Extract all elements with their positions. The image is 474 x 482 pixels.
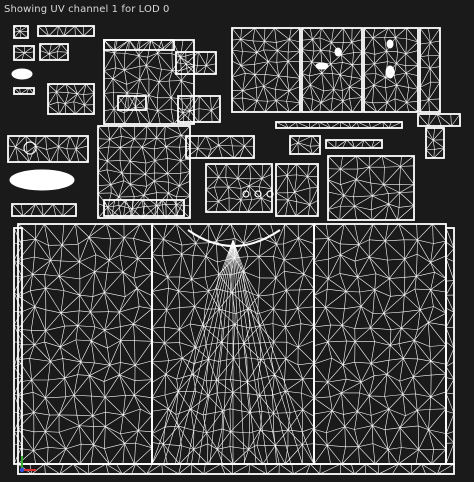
small-c-island (47, 83, 95, 115)
front-panel-right (313, 223, 455, 465)
viewport-title-bar: Showing UV channel 1 for LOD 0 (0, 0, 474, 18)
right-small-island (417, 113, 461, 159)
small-box-island (13, 43, 69, 61)
right-head-island (325, 139, 415, 221)
right-thin-bar (275, 121, 403, 129)
front-panel-center (151, 223, 315, 465)
small-cross-island (13, 25, 29, 39)
lower-left-oval (9, 169, 75, 191)
uv-canvas[interactable] (0, 18, 474, 482)
upper-mid-box (103, 39, 221, 125)
right-mid-box (289, 135, 321, 155)
center-top-island (231, 27, 441, 113)
small-bar-top (37, 25, 95, 37)
lower-left-bar (11, 203, 77, 217)
mid-cap-island (205, 163, 319, 217)
uv-axis-gizmo-icon (19, 456, 36, 473)
viewport-title: Showing UV channel 1 for LOD 0 (4, 3, 170, 15)
torso-center-island (97, 125, 191, 219)
front-bottom-strip (17, 463, 455, 475)
front-panel-left (13, 223, 153, 465)
uv-wireframe (7, 25, 461, 475)
small-oval-island (11, 68, 35, 95)
